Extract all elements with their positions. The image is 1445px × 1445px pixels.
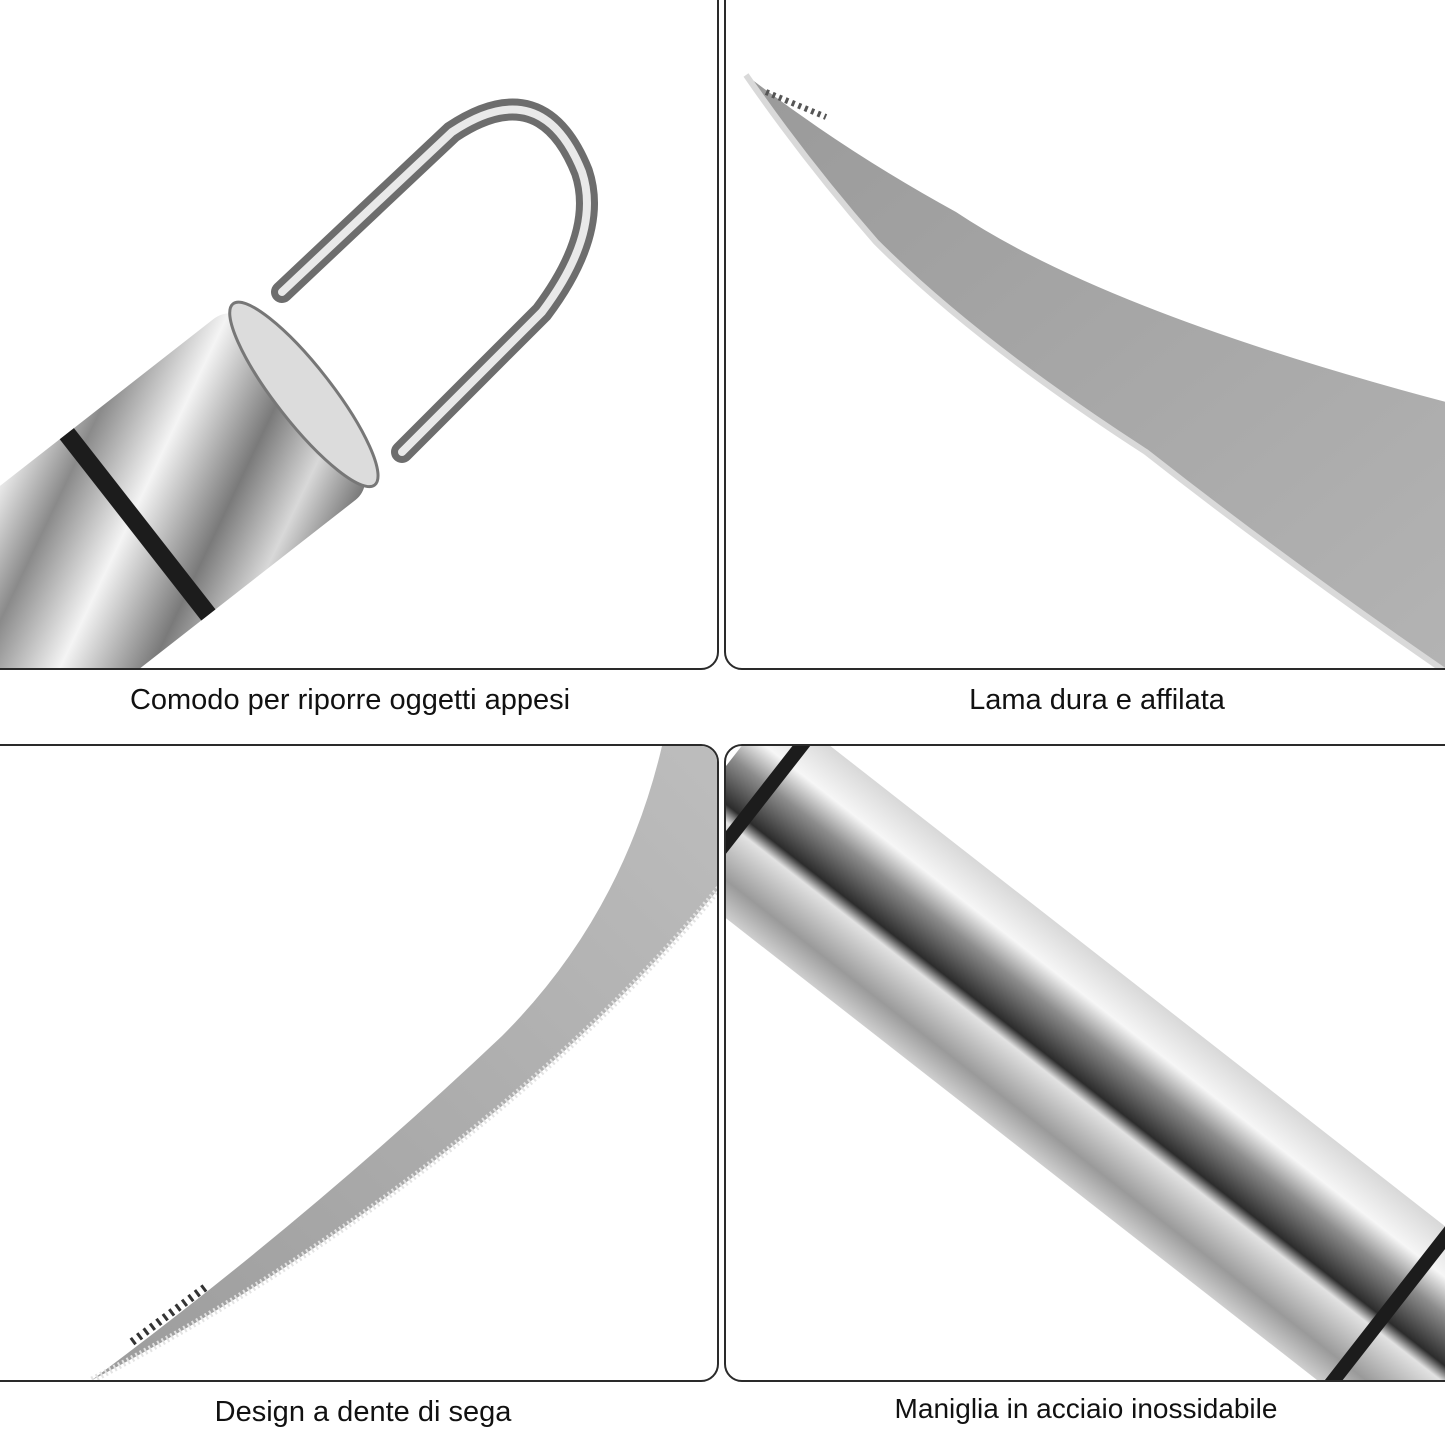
steel-handle-illustration bbox=[726, 746, 1445, 1380]
caption-hanging-loop: Comodo per riporre oggetti appesi bbox=[129, 684, 571, 716]
serrated-edge bbox=[90, 885, 717, 1380]
caption-curved-blade: Lama dura e affilata bbox=[969, 684, 1225, 716]
panel-curved-blade bbox=[724, 0, 1445, 670]
handle-band bbox=[59, 428, 216, 621]
handle-loop-illustration bbox=[0, 98, 598, 668]
blade-shape bbox=[92, 746, 717, 1380]
panel-steel-handle bbox=[724, 744, 1445, 1382]
caption-steel-handle: Maniglia in acciaio inossidabile bbox=[894, 1393, 1278, 1424]
blade-edge bbox=[743, 73, 1445, 668]
handle-cylinder bbox=[726, 746, 1445, 1380]
blade-shape bbox=[746, 75, 1445, 668]
handle-band bbox=[726, 746, 818, 894]
handle-cylinder bbox=[0, 313, 365, 668]
panel-serrated-blade bbox=[0, 744, 719, 1382]
handle-band bbox=[1321, 1226, 1445, 1380]
caption-serrated-blade: Design a dente di sega bbox=[214, 1396, 512, 1428]
curved-blade-illustration bbox=[743, 73, 1445, 668]
panel-hanging-loop bbox=[0, 0, 719, 670]
serrated-blade-illustration bbox=[90, 746, 717, 1380]
